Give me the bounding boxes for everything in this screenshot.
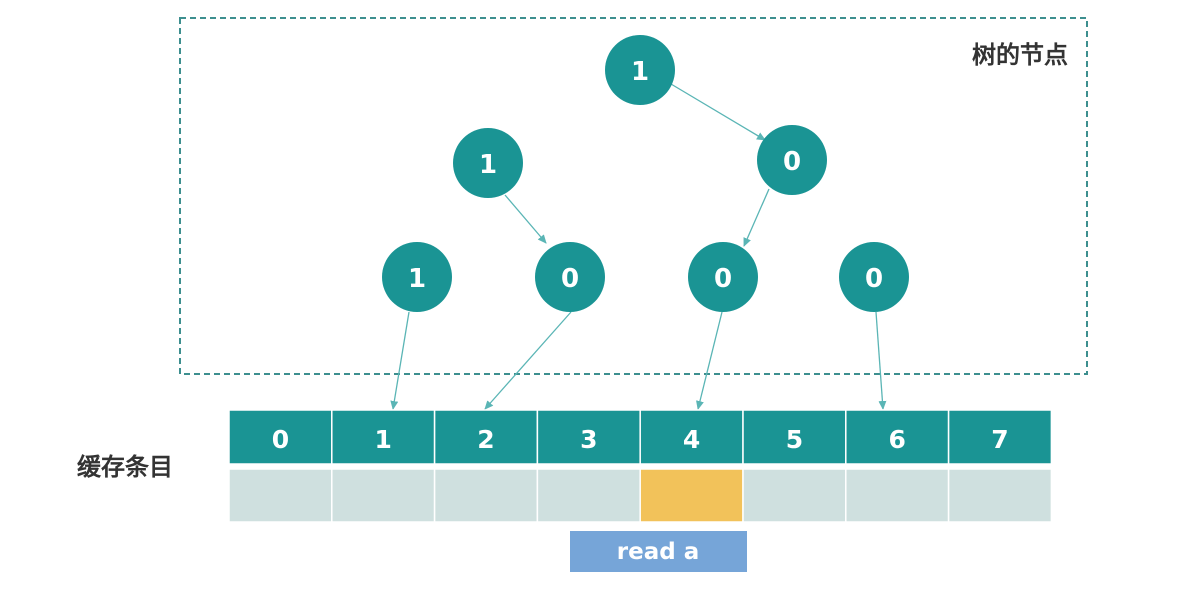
cache-label: 缓存条目 — [77, 453, 173, 481]
tree-node-l2-a — [382, 242, 452, 312]
tree-box — [179, 17, 1088, 375]
cache-table: 0 1 2 3 4 5 6 7 — [228, 409, 1053, 523]
tree-node-l1-left — [453, 128, 523, 198]
tree-box-label: 树的节点 — [972, 41, 1068, 69]
cache-header-cell — [845, 409, 950, 465]
tree-node-l1-right — [757, 125, 827, 195]
tree-node-value: 0 — [865, 264, 883, 294]
cache-entry-cell — [845, 468, 950, 523]
cache-index-label: 7 — [991, 425, 1008, 454]
cache-index-label: 2 — [477, 425, 494, 454]
cache-header-cell — [433, 409, 539, 465]
nodes-layer: 1 1 0 1 0 0 0 — [382, 35, 909, 312]
cache-index-label: 6 — [888, 425, 905, 454]
pointer-arrow-l2-c-to-slot-4 — [696, 311, 723, 410]
cache-entry-cell — [742, 468, 847, 523]
pointer-arrow-l2-b-to-slot-2 — [484, 311, 572, 410]
tree-edge-root-to-l1-right — [670, 83, 766, 141]
tree-node-value: 0 — [714, 264, 732, 294]
cache-index-label: 1 — [374, 425, 391, 454]
pointer-arrow-l2-a-to-slot-1 — [390, 311, 410, 410]
read-marker — [570, 531, 747, 572]
edges-layer — [390, 83, 887, 410]
cache-index-label: 4 — [683, 425, 700, 454]
cache-index-label: 0 — [272, 425, 289, 454]
tree-node-root — [605, 35, 675, 105]
pointer-arrow-l2-d-to-slot-6 — [875, 311, 887, 410]
cache-header-cell — [742, 409, 847, 465]
cache-header-cell — [536, 409, 641, 465]
tree-edge-l1-left-to-l2-b — [504, 194, 547, 244]
cache-entry-cell — [228, 468, 333, 523]
cache-header-cell — [947, 409, 1053, 465]
tree-node-l2-b — [535, 242, 605, 312]
tree-node-value: 0 — [783, 147, 801, 177]
cache-index-label: 3 — [580, 425, 597, 454]
cache-entry-cell — [433, 468, 539, 523]
cache-header-cell — [639, 409, 744, 465]
cache-header-cell — [331, 409, 436, 465]
tree-node-value: 0 — [561, 264, 579, 294]
tree-node-value: 1 — [631, 57, 649, 87]
tree-node-l2-c — [688, 242, 758, 312]
read-marker-label: read a — [617, 539, 699, 565]
cache-entry-cell-highlighted — [639, 468, 744, 523]
cache-entry-cell — [536, 468, 641, 523]
tree-node-value: 1 — [479, 150, 497, 180]
cache-index-label: 5 — [786, 425, 803, 454]
tree-node-value: 1 — [408, 264, 426, 294]
tree-edge-l1-right-to-l2-c — [743, 188, 770, 247]
tree-node-l2-d — [839, 242, 909, 312]
cache-entry-cell — [947, 468, 1053, 523]
cache-entry-cell — [331, 468, 436, 523]
